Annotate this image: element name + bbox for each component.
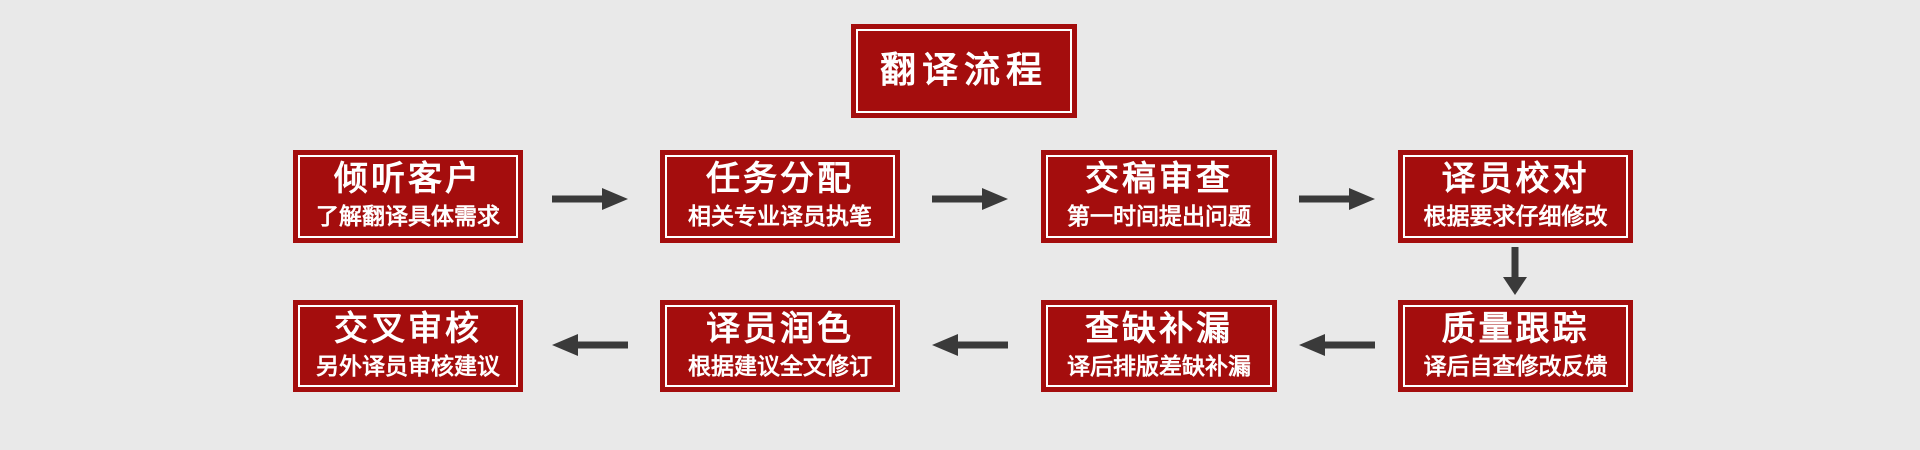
arrow-right-icon <box>932 188 1008 210</box>
step-subtitle: 了解翻译具体需求 <box>316 204 500 231</box>
step-subtitle: 第一时间提出问题 <box>1067 204 1251 231</box>
step-subtitle: 根据建议全文修订 <box>688 353 872 380</box>
step-title: 质量跟踪 <box>1441 308 1590 349</box>
step-subtitle: 根据要求仔细修改 <box>1423 204 1608 231</box>
arrow-left-icon <box>552 334 628 356</box>
step-cross-review: 交叉审核 另外译员审核建议 <box>293 300 523 392</box>
step-title: 译员润色 <box>706 308 854 349</box>
step-title: 查缺补漏 <box>1085 308 1233 349</box>
step-quality-tracking: 质量跟踪 译后自查修改反馈 <box>1398 300 1633 392</box>
arrow-right-icon <box>1299 188 1375 210</box>
step-subtitle: 译后排版差缺补漏 <box>1067 353 1251 380</box>
step-title: 交稿审查 <box>1085 159 1233 199</box>
step-title: 译员校对 <box>1441 159 1590 199</box>
step-translator-proofreading: 译员校对 根据要求仔细修改 <box>1398 150 1633 243</box>
step-title: 倾听客户 <box>334 159 482 199</box>
step-listen-customers: 倾听客户 了解翻译具体需求 <box>293 150 523 243</box>
step-title: 任务分配 <box>706 159 854 199</box>
step-title: 交叉审核 <box>334 308 482 349</box>
step-subtitle: 相关专业译员执笔 <box>688 204 872 231</box>
step-gap-checking: 查缺补漏 译后排版差缺补漏 <box>1041 300 1277 392</box>
step-task-assignment: 任务分配 相关专业译员执笔 <box>660 150 900 243</box>
arrow-left-icon <box>1299 334 1375 356</box>
arrow-right-icon <box>552 188 628 210</box>
step-translator-polishing: 译员润色 根据建议全文修订 <box>660 300 900 392</box>
flowchart-title-box: 翻译流程 <box>851 24 1077 118</box>
step-subtitle: 译后自查修改反馈 <box>1423 353 1608 380</box>
arrow-down-icon <box>1503 247 1527 295</box>
step-subtitle: 另外译员审核建议 <box>316 353 500 380</box>
step-draft-review: 交稿审查 第一时间提出问题 <box>1041 150 1277 243</box>
flowchart-title-label: 翻译流程 <box>879 50 1048 92</box>
arrow-left-icon <box>932 334 1008 356</box>
